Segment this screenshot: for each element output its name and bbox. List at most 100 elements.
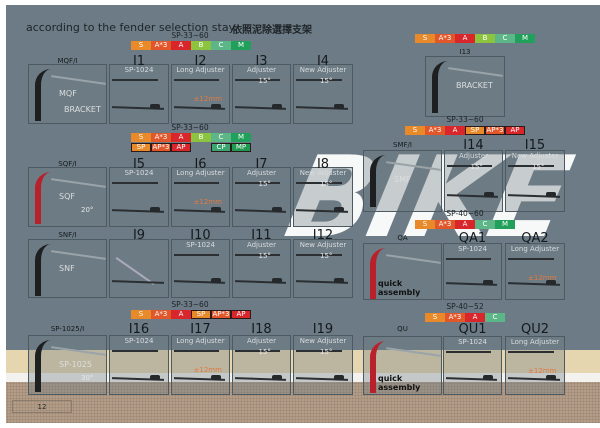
stay-rod-icon xyxy=(508,351,554,353)
stay-rod-icon xyxy=(447,165,492,167)
fender-size-badge: B xyxy=(191,133,211,142)
fender-size-badge: S xyxy=(131,133,151,142)
item-code-label: I10 xyxy=(190,228,211,243)
stay-part-card[interactable]: Long Adjuster±12mm xyxy=(171,167,230,227)
fender-size-badge: A xyxy=(171,310,191,319)
fender-illustration[interactable]: SQF 20° xyxy=(28,167,107,227)
stay-part-card[interactable]: Long Adjuster±12mm xyxy=(505,243,565,300)
background-sand-band xyxy=(6,350,600,373)
item-code-label: I1 xyxy=(132,54,146,69)
item-code-label: I17 xyxy=(190,322,211,337)
stay-part-card[interactable]: SP-1024 xyxy=(171,239,230,298)
fender-size-badge: A*3 xyxy=(435,220,455,229)
stay-part-card[interactable]: SP-1024 xyxy=(109,335,169,395)
fender-size-badge: A xyxy=(455,220,475,229)
page-title: according to the fender selection stay xyxy=(26,21,236,34)
stay-fitting-icon xyxy=(334,104,344,109)
stay-part-card[interactable]: SP-1024 xyxy=(443,336,502,395)
item-code-label: SP-1025/I xyxy=(50,325,85,333)
stay-rod-icon xyxy=(51,250,106,260)
stay-rod-icon xyxy=(386,347,441,357)
fender-size-badge: B xyxy=(191,41,211,50)
stay-part-card[interactable]: Long Adjuster±12mm xyxy=(171,64,230,124)
fender-part-label: SQF xyxy=(59,192,75,201)
fender-illustration[interactable]: SMF xyxy=(363,150,442,212)
adjust-range-label: ±12mm xyxy=(193,95,222,103)
fender-part-label: BRACKET xyxy=(64,105,101,114)
stay-fitting-icon xyxy=(150,207,160,212)
fender-size-badge: B xyxy=(475,34,495,43)
fender-size-badge: A*3 xyxy=(151,41,171,50)
stay-range-label: SP-33~60 xyxy=(171,31,209,40)
fender-size-badge: S xyxy=(405,126,425,135)
stay-fitting-icon xyxy=(334,375,344,380)
stay-rod-icon xyxy=(174,254,219,256)
fender-illustration[interactable]: BRACKET xyxy=(425,56,505,117)
stay-part-card[interactable]: Long Adjuster±12mm xyxy=(505,336,565,395)
stay-part-card[interactable]: Adjuster 15° xyxy=(444,150,503,212)
item-code-label: I6 xyxy=(194,157,207,172)
fender-size-badge: S xyxy=(415,34,435,43)
stay-rod-icon xyxy=(112,79,158,81)
stay-fitting-icon xyxy=(211,104,221,109)
angle-label: 15° xyxy=(258,77,271,85)
fender-illustration[interactable]: quick assembly xyxy=(363,336,442,395)
angle-label: 15° xyxy=(258,348,271,356)
part-description: Long Adjuster xyxy=(176,337,225,345)
stay-fitting-icon xyxy=(211,375,221,380)
adjust-range-label: ±12mm xyxy=(193,366,222,374)
item-code-label: I15 xyxy=(524,138,546,153)
angle-label: 15° xyxy=(470,163,483,171)
stay-rod-icon xyxy=(386,161,441,171)
stay-rod-icon xyxy=(51,75,106,85)
fender-illustration[interactable]: SNF xyxy=(28,239,107,298)
stay-part-card[interactable]: New Adjuster 15° xyxy=(293,335,353,395)
stay-rod-icon xyxy=(235,182,280,184)
item-code-label: I8 xyxy=(316,157,330,172)
part-description: SP-1024 xyxy=(124,337,154,345)
fender-size-badge: S xyxy=(131,310,151,319)
fender-part-label: MQF xyxy=(59,89,77,98)
stay-part-card[interactable]: SP-1024 xyxy=(443,243,502,300)
fender-icon xyxy=(35,244,51,296)
stay-rod-icon xyxy=(112,182,158,184)
fender-size-badge: S xyxy=(131,41,151,50)
fender-size-badge: C xyxy=(495,34,515,43)
fender-illustration[interactable]: MQF BRACKET xyxy=(28,64,107,124)
angle-label: 15° xyxy=(320,180,333,188)
stay-part-card[interactable]: SP-1024 xyxy=(109,167,169,227)
angle-label: 15° xyxy=(320,348,333,356)
item-code-label: I9 xyxy=(132,228,146,243)
stay-part-card[interactable] xyxy=(109,239,169,298)
item-code-label: QU2 xyxy=(520,322,550,337)
stay-rod-icon xyxy=(112,350,158,352)
item-code-label: SMF/I xyxy=(393,141,412,149)
item-code-label: I16 xyxy=(128,322,150,337)
part-description: SP-1024 xyxy=(458,338,487,346)
angle-label: 20° xyxy=(81,206,94,214)
stay-fitting-icon xyxy=(150,375,160,380)
stay-part-card[interactable]: SP-1024 xyxy=(109,64,169,124)
stay-fitting-icon xyxy=(150,104,160,109)
angle-label: 15° xyxy=(258,252,271,260)
fender-illustration[interactable]: quick assembly xyxy=(363,243,442,300)
fender-size-badge: C xyxy=(475,220,495,229)
stay-part-card[interactable]: Long Adjuster ±12mm xyxy=(171,335,230,395)
stay-rod-icon xyxy=(296,254,342,256)
part-description: New Adjuster xyxy=(299,337,347,345)
fender-size-badge: M xyxy=(515,34,535,43)
stay-range-label: SP-40~52 xyxy=(446,302,484,311)
item-code-label: I14 xyxy=(463,138,484,153)
fender-icon xyxy=(370,248,386,299)
stay-rod-icon xyxy=(296,350,342,352)
part-description: Adjuster xyxy=(458,152,489,160)
